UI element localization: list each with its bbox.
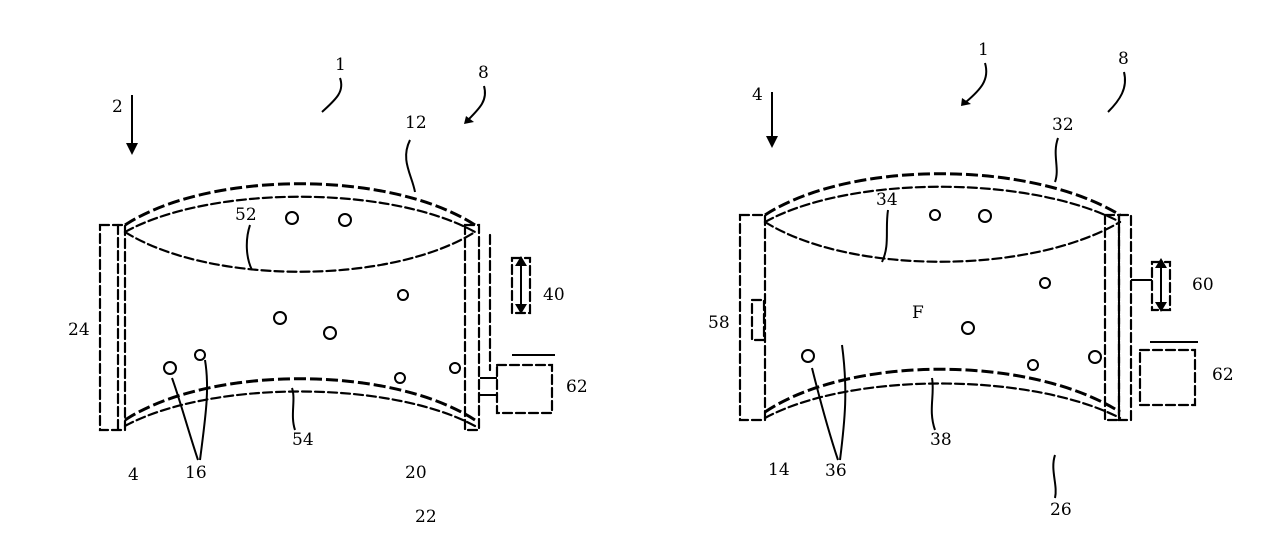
right-wall bbox=[1103, 213, 1121, 422]
hole bbox=[285, 211, 299, 225]
leader-line bbox=[811, 367, 839, 461]
leader-line bbox=[930, 377, 936, 431]
label-ref-12: 12 bbox=[405, 113, 427, 133]
label-ref-14: 14 bbox=[768, 460, 790, 480]
arrowhead-icon bbox=[766, 136, 778, 148]
leader-line bbox=[199, 359, 209, 461]
hole bbox=[961, 321, 975, 335]
label-ref-22: 22 bbox=[415, 507, 437, 527]
leader-line bbox=[291, 387, 296, 431]
hole bbox=[449, 362, 461, 374]
arrowhead-icon bbox=[1155, 258, 1167, 268]
label-ref-36: 36 bbox=[825, 461, 847, 481]
hole bbox=[1088, 350, 1102, 364]
label-ref-24: 24 bbox=[68, 320, 90, 340]
left-wall-insert bbox=[750, 298, 766, 342]
top-shell-upper bbox=[124, 182, 476, 227]
left-wall bbox=[98, 223, 127, 432]
label-ref-62: 62 bbox=[566, 377, 588, 397]
leader-line bbox=[965, 62, 988, 103]
label-ref-58: 58 bbox=[708, 313, 730, 333]
arrowhead-icon bbox=[515, 256, 527, 266]
label-ref-F: F bbox=[912, 303, 924, 323]
label-ref-38: 38 bbox=[930, 430, 952, 450]
top-shell-upper bbox=[764, 172, 1121, 217]
hole bbox=[394, 372, 406, 384]
right-wall bbox=[463, 223, 481, 432]
arrowhead-icon bbox=[961, 98, 971, 106]
figure-left: 2 1 8 40 bbox=[68, 55, 588, 527]
hole bbox=[978, 209, 992, 223]
leader-line bbox=[321, 77, 343, 113]
label-top-arrow: 2 bbox=[112, 97, 123, 117]
component-62 bbox=[495, 363, 554, 415]
label-ref-60: 60 bbox=[1192, 275, 1214, 295]
label-ref-54: 54 bbox=[292, 430, 314, 450]
top-shell-inner bbox=[763, 220, 1122, 263]
label-ref-52: 52 bbox=[235, 205, 257, 225]
figure-right: 4 1 8 60 62 32 34 58 bbox=[708, 40, 1234, 520]
leader-line bbox=[171, 377, 199, 461]
top-shell-lower bbox=[763, 185, 1122, 224]
label-ref-8: 8 bbox=[478, 63, 489, 83]
leader-line bbox=[881, 209, 889, 263]
label-ref-62: 62 bbox=[1212, 365, 1234, 385]
hole bbox=[338, 213, 352, 227]
label-ref-32: 32 bbox=[1052, 115, 1074, 135]
hole bbox=[929, 209, 941, 221]
arrowhead-icon bbox=[464, 116, 474, 124]
right-wall-outer bbox=[1117, 213, 1133, 422]
label-ref-10: 1 bbox=[978, 40, 989, 60]
leader-line bbox=[1107, 71, 1126, 113]
label-ref-40: 40 bbox=[543, 285, 565, 305]
label-ref-34: 34 bbox=[876, 190, 898, 210]
label-ref-8: 8 bbox=[1118, 49, 1129, 69]
bottom-shell-upper bbox=[764, 367, 1121, 414]
leader-line bbox=[839, 344, 847, 461]
leader-line bbox=[467, 85, 486, 121]
label-ref-20: 20 bbox=[405, 463, 427, 483]
component-62 bbox=[1138, 348, 1197, 407]
leader-line bbox=[245, 224, 253, 271]
arrowhead-icon bbox=[126, 143, 138, 155]
arrowhead-icon bbox=[515, 304, 527, 314]
arrowhead-icon bbox=[1155, 302, 1167, 312]
leader-line bbox=[1052, 454, 1057, 499]
label-ref-26: 26 bbox=[1050, 500, 1072, 520]
leader-line bbox=[1054, 137, 1059, 183]
hole bbox=[323, 326, 337, 340]
bottom-shell-lower bbox=[123, 390, 477, 428]
hole bbox=[801, 349, 815, 363]
hole bbox=[163, 361, 177, 375]
top-shell-lower bbox=[123, 195, 477, 234]
label-ref-14: 4 bbox=[128, 465, 139, 485]
hole bbox=[1039, 277, 1051, 289]
hole bbox=[1027, 359, 1039, 371]
leader-line bbox=[405, 139, 416, 193]
top-shell-inner bbox=[123, 230, 477, 273]
hole bbox=[397, 289, 409, 301]
label-top-arrow: 4 bbox=[752, 85, 763, 105]
label-ref-16: 16 bbox=[185, 463, 207, 483]
left-wall bbox=[738, 213, 767, 422]
label-ref-10: 1 bbox=[335, 55, 346, 75]
bottom-shell-lower bbox=[763, 382, 1122, 420]
hole bbox=[194, 349, 206, 361]
hole bbox=[273, 311, 287, 325]
bottom-shell-upper bbox=[124, 377, 476, 422]
